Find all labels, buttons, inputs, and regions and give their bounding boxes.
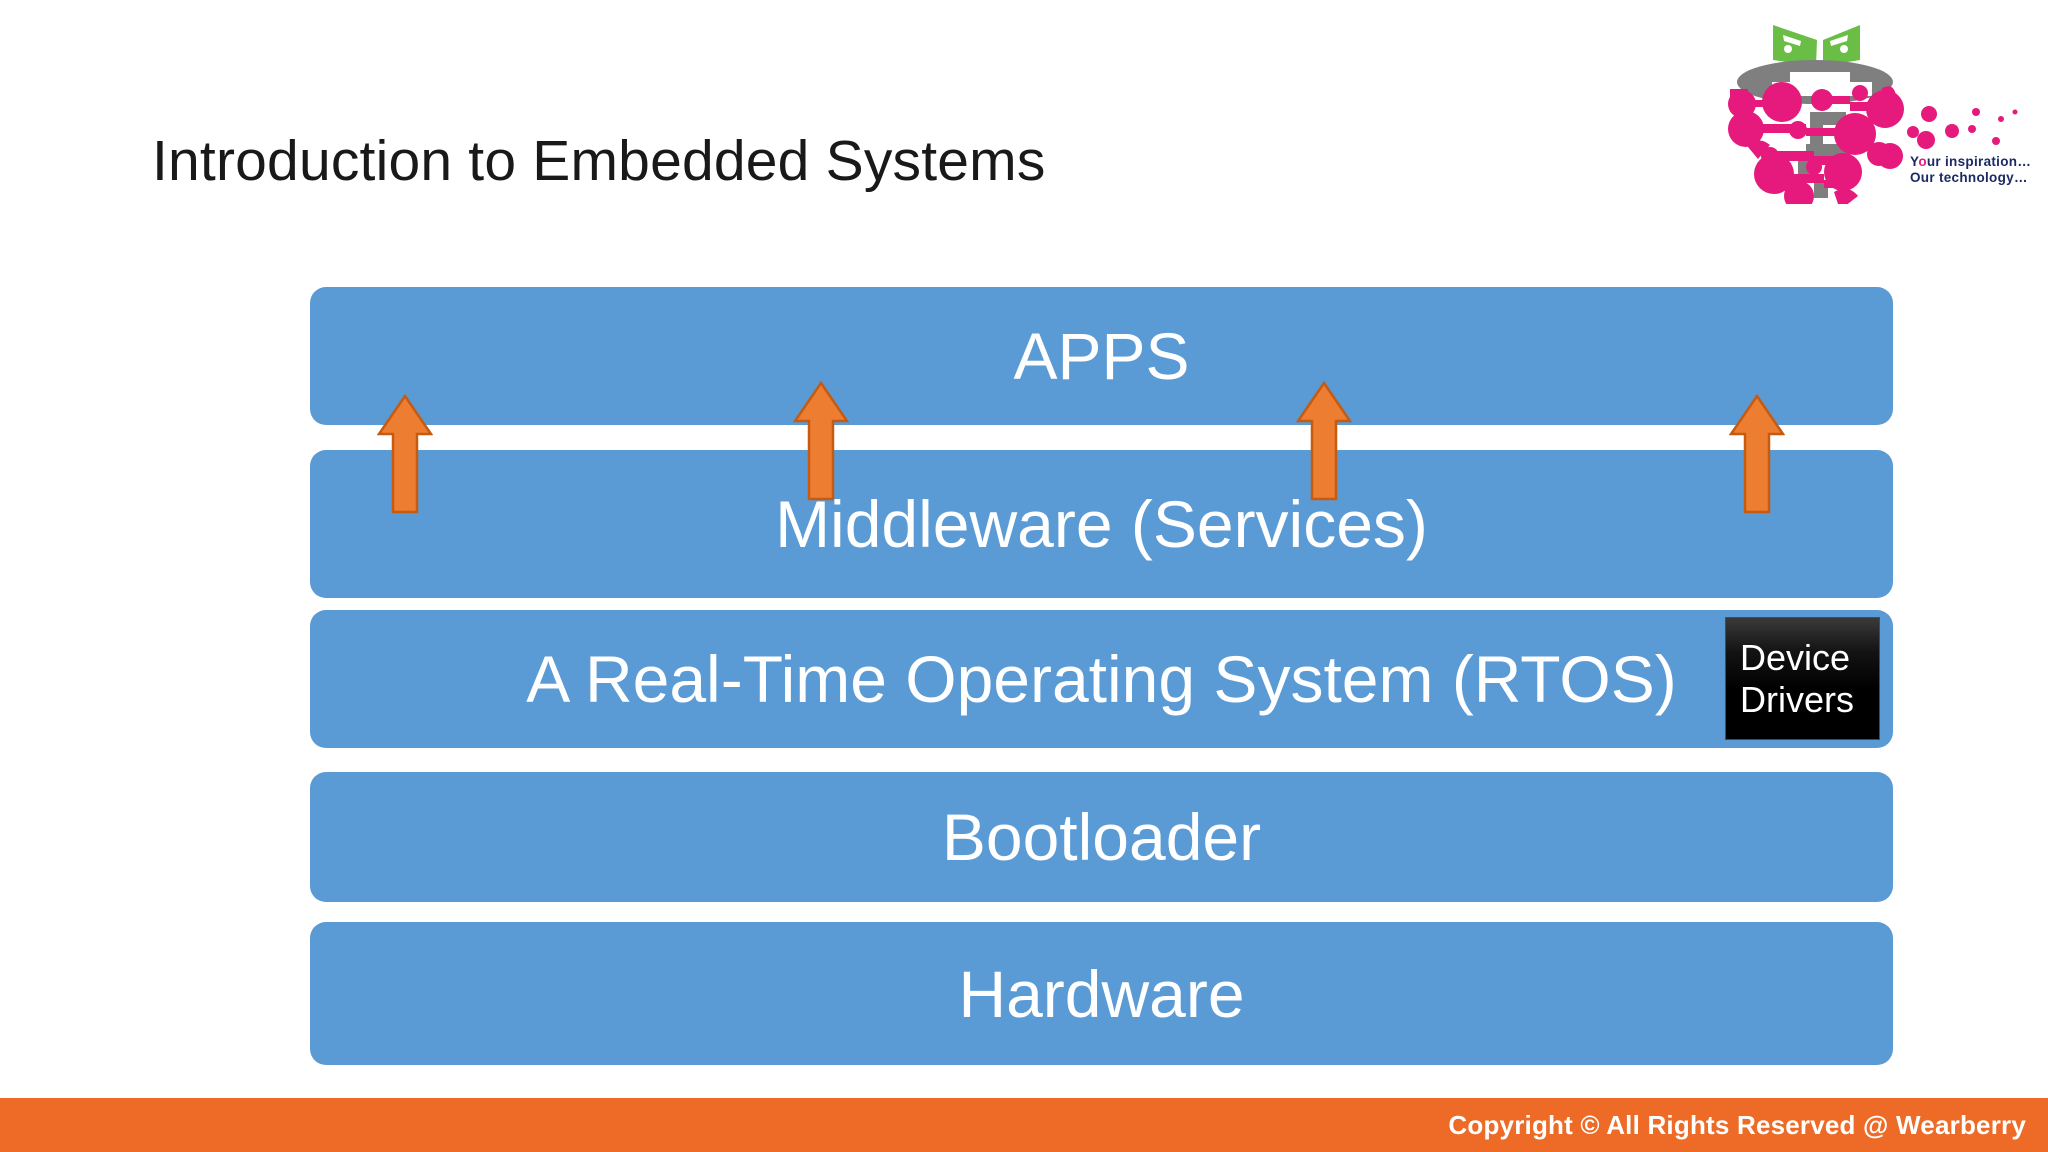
layer-bar-middleware[interactable]: Middleware (Services) [310,450,1893,598]
layer-label-bootloader: Bootloader [941,800,1262,874]
device-drivers-line1: Device [1740,637,1851,679]
up-arrow-icon-1 [377,394,433,514]
layer-bar-bootloader[interactable]: Bootloader [310,772,1893,902]
up-arrow-icon-2 [793,381,849,501]
layer-label-hardware: Hardware [958,956,1245,1031]
device-drivers-box[interactable]: Device Drivers [1725,617,1880,740]
logo-tagline-accent-o: o [1918,154,1927,169]
logo-tagline-line1: Your inspiration… [1910,154,2048,170]
logo-tagline-rest: ur inspiration… [1926,154,2032,169]
berry-shape [1728,82,1904,204]
layer-label-rtos: A Real-Time Operating System (RTOS) [526,642,1677,716]
logo-tagline-y: Y [1910,154,1919,169]
up-arrow-icon-4 [1729,394,1785,514]
layer-bar-rtos[interactable]: A Real-Time Operating System (RTOS) [310,610,1893,748]
dissolve-dots [1877,106,2018,169]
logo-tagline-line2: Our technology… [1910,169,2028,185]
logo-tagline: Your inspiration… Our technology… [1910,154,2048,186]
layer-bar-apps[interactable]: APPS [310,287,1893,425]
footer-bar: Copyright © All Rights Reserved @ Wearbe… [0,1098,2048,1152]
device-drivers-line2: Drivers [1740,678,1854,720]
wearberry-logo: Your inspiration… Our technology… [1710,4,2040,204]
leaf-icon [1773,25,1860,66]
copyright-text: Copyright © All Rights Reserved @ Wearbe… [1448,1109,2026,1140]
up-arrow-icon-3 [1296,381,1352,501]
layer-label-apps: APPS [1013,319,1190,393]
layer-bar-hardware[interactable]: Hardware [310,922,1893,1065]
page-title: Introduction to Embedded Systems [152,129,1046,193]
logo-graphic [1728,25,2018,204]
